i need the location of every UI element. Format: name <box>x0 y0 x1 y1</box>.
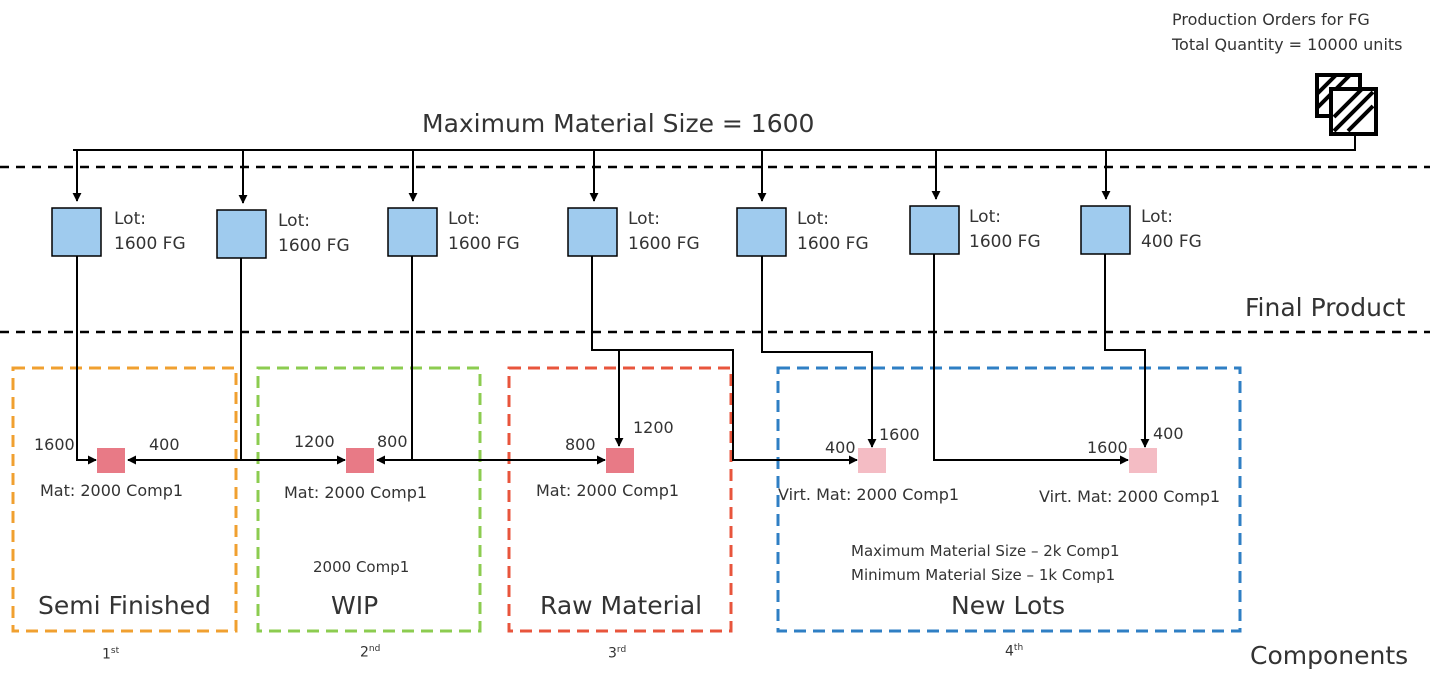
material-box-wip <box>346 448 374 473</box>
virt-mat-2-qty-right: 400 <box>1153 424 1184 443</box>
link-lot4-virt1 <box>608 349 858 465</box>
lot-box-7 <box>1080 205 1131 255</box>
order-3rd-label: 3rd <box>608 645 627 662</box>
total-quantity-label: Total Quantity = 10000 units <box>1172 35 1403 54</box>
new-lots-group-box <box>776 366 1242 633</box>
wip-note: 2000 Comp1 <box>313 558 410 576</box>
lot-2-qty: 1600 FG <box>278 236 350 256</box>
order-2nd-label: 2nd <box>360 644 381 661</box>
mat-1-label: Mat: 2000 Comp1 <box>40 481 184 500</box>
lot-6-qty: 1600 FG <box>969 232 1041 252</box>
lot-5-label: Lot: <box>797 209 829 229</box>
link-lot3-mat2 <box>376 256 413 465</box>
link-lot6-virt2 <box>933 254 1129 465</box>
new-lots-min-note: Minimum Material Size – 1k Comp1 <box>851 566 1116 584</box>
lot-3-label: Lot: <box>448 209 480 229</box>
wip-title: WIP <box>331 591 379 620</box>
lot-box-6 <box>909 205 960 255</box>
lot-5-qty: 1600 FG <box>797 234 869 254</box>
lot-box-5 <box>736 207 787 257</box>
lot-box-4 <box>567 207 618 257</box>
virtual-material-box-2 <box>1129 448 1157 473</box>
production-orders-title: Production Orders for FG <box>1172 10 1370 29</box>
mat-1-qty-left: 1600 <box>34 435 75 454</box>
mat-2-qty-right: 800 <box>377 432 408 451</box>
mat-3-qty-left: 800 <box>565 435 596 454</box>
mat-1-qty-right: 400 <box>149 435 180 454</box>
lot-2-label: Lot: <box>278 211 310 231</box>
material-box-semi-finished <box>97 448 125 473</box>
link-lot7-virt2 <box>1104 254 1150 448</box>
lot-4-label: Lot: <box>628 209 660 229</box>
link-lot4-mat3 <box>591 256 624 447</box>
raw-material-title: Raw Material <box>540 591 703 620</box>
production-orders-icon <box>1315 73 1378 136</box>
lot-box-3 <box>387 207 438 257</box>
semi-finished-group-box <box>11 366 238 633</box>
link-lot5-virt1 <box>761 256 877 448</box>
virt-mat-1-qty-right: 1600 <box>879 425 920 444</box>
virt-mat-1-label: Virt. Mat: 2000 Comp1 <box>778 485 960 504</box>
virtual-material-box-1 <box>858 448 886 473</box>
lot-7-label: Lot: <box>1141 207 1173 227</box>
lot-7-qty: 400 FG <box>1141 232 1202 252</box>
mat-3-qty-right: 1200 <box>633 418 674 437</box>
wip-group-box <box>256 366 482 633</box>
order-4th-label: 4th <box>1005 643 1024 660</box>
mat-2-label: Mat: 2000 Comp1 <box>284 483 428 502</box>
lot-box-1 <box>51 207 102 257</box>
new-lots-title: New Lots <box>951 591 1066 620</box>
raw-material-group-box <box>507 366 733 633</box>
new-lots-max-note: Maximum Material Size – 2k Comp1 <box>851 542 1120 560</box>
lot-box-2 <box>216 209 267 259</box>
lot-1-label: Lot: <box>114 209 146 229</box>
mat-3-label: Mat: 2000 Comp1 <box>536 481 680 500</box>
semi-finished-title: Semi Finished <box>38 591 211 620</box>
final-product-layer-label: Final Product <box>1245 293 1406 322</box>
virt-mat-2-label: Virt. Mat: 2000 Comp1 <box>1039 487 1221 506</box>
components-layer-label: Components <box>1250 641 1409 670</box>
lot-3-qty: 1600 FG <box>448 234 520 254</box>
lot-1-qty: 1600 FG <box>114 234 186 254</box>
order-1st-label: 1st <box>102 646 120 663</box>
virt-mat-2-qty-left: 1600 <box>1087 438 1128 457</box>
max-material-size-title: Maximum Material Size = 1600 <box>422 109 815 138</box>
order-distribution-bus <box>73 136 1356 151</box>
lot-6-label: Lot: <box>969 207 1001 227</box>
material-box-raw-material <box>606 448 634 473</box>
link-lot2-mat1 <box>127 258 242 465</box>
virt-mat-1-qty-left: 400 <box>825 438 856 457</box>
lot-4-qty: 1600 FG <box>628 234 700 254</box>
mat-2-qty-left: 1200 <box>294 432 335 451</box>
link-lot1-mat1 <box>76 256 97 465</box>
